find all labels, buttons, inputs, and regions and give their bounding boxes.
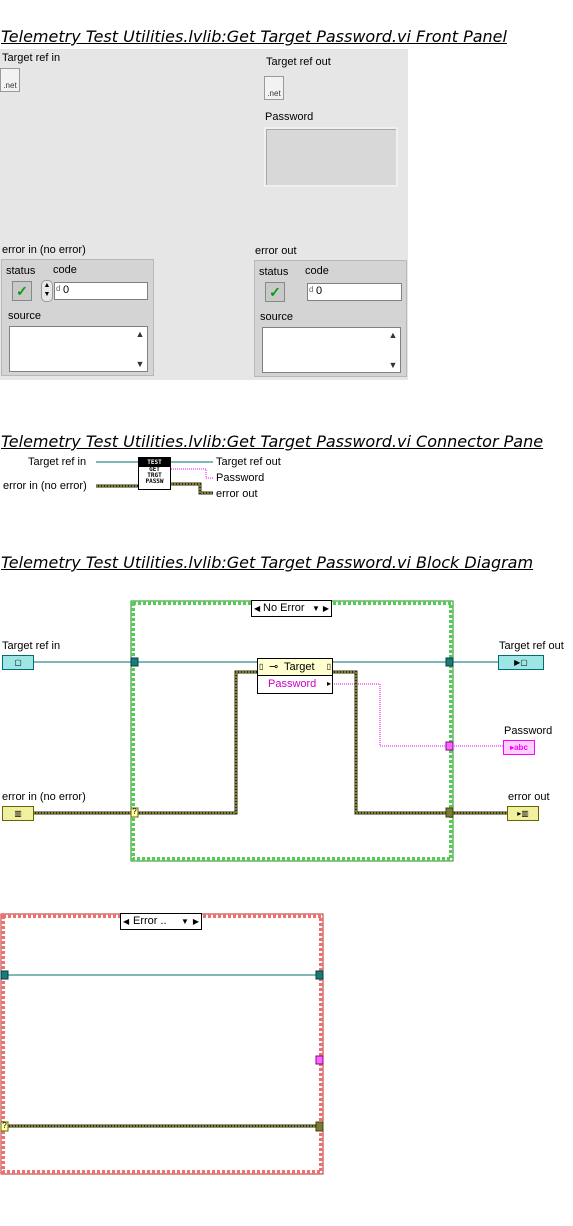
string-terminal-icon[interactable]: ▸abc xyxy=(503,740,535,755)
error-cluster-terminal-icon[interactable]: ▥ xyxy=(2,806,34,821)
vi-icon[interactable]: TEST GET TRGT PASSW xyxy=(138,457,171,490)
increment-icon: ▶ xyxy=(322,604,329,613)
decrement-icon: ◀ xyxy=(254,604,261,613)
source-label: source xyxy=(8,310,42,322)
scroll-down-icon[interactable]: ▼ xyxy=(388,360,398,370)
decrement-icon: ◀ xyxy=(123,917,130,926)
password-indicator[interactable] xyxy=(264,127,398,187)
status-label: status xyxy=(6,265,36,277)
connector-wire xyxy=(171,468,213,479)
key-icon: ⊸ xyxy=(269,661,279,673)
refnum-terminal-icon[interactable]: ▶▢ xyxy=(498,655,544,670)
target-ref-out-label: Target ref out xyxy=(266,56,331,68)
increment-icon: ▶ xyxy=(192,917,199,926)
source-label: source xyxy=(260,311,294,323)
status-checkmark-icon[interactable]: ✓ xyxy=(12,281,32,301)
case-structure-border xyxy=(130,600,454,862)
ref-icon: ▯ xyxy=(259,662,264,671)
conn-output-target-ref: Target ref out xyxy=(216,456,281,468)
error-in-label: error in (no error) xyxy=(2,244,86,256)
code-field[interactable]: d 0 xyxy=(54,282,148,300)
tunnel xyxy=(315,970,324,980)
property-password: Password xyxy=(268,678,317,690)
target-ref-in-label: Target ref in xyxy=(2,52,61,64)
source-field: ▲ ▼ xyxy=(262,327,401,373)
connector-wire xyxy=(171,482,213,495)
code-label: code xyxy=(305,265,329,277)
output-arrow-icon: ▸ xyxy=(326,679,331,688)
connector-wire xyxy=(171,483,213,494)
default-tunnel-icon: ? xyxy=(132,807,137,816)
connector-pane-title: Telemetry Test Utilities.lvlib:Get Targe… xyxy=(1,432,544,451)
error-in-cluster: status code ✓ ▲▼ d 0 source ▲ ▼ xyxy=(1,259,154,376)
status-label: status xyxy=(259,266,289,278)
code-label: code xyxy=(53,264,77,276)
case-structure-border xyxy=(0,913,324,1175)
tunnel xyxy=(445,657,454,667)
ref-out-icon: ▯ xyxy=(326,662,331,671)
conn-output-error-out: error out xyxy=(216,488,258,500)
tunnel xyxy=(130,657,139,667)
error-in-term-label: error in (no error) xyxy=(2,791,86,803)
tunnel xyxy=(315,1055,324,1065)
tunnel xyxy=(315,1121,324,1132)
net-refnum-icon[interactable]: .net xyxy=(0,68,20,92)
status-checkmark-icon: ✓ xyxy=(265,282,285,302)
scroll-up-icon[interactable]: ▲ xyxy=(388,330,398,340)
case-structure-border xyxy=(131,601,453,861)
case-structure-border xyxy=(1,914,323,1174)
target-ref-in-term-label: Target ref in xyxy=(2,640,61,652)
net-refnum-icon[interactable]: .net xyxy=(264,76,284,100)
property-node-class: Target xyxy=(284,661,315,673)
refnum-terminal-icon[interactable]: ▢ xyxy=(2,655,34,670)
scroll-up-icon[interactable]: ▲ xyxy=(135,329,145,339)
code-field: d 0 xyxy=(307,283,402,301)
front-panel: Target ref in .net Target ref out .net P… xyxy=(0,49,408,380)
error-cluster-terminal-icon[interactable]: ▸▥ xyxy=(507,806,539,821)
conn-input-target-ref: Target ref in xyxy=(28,456,87,468)
tunnel xyxy=(445,807,454,818)
property-node[interactable]: ▯ ⊸ Target ▯ Password ▸ xyxy=(257,658,333,694)
tunnel xyxy=(0,970,9,980)
code-increment-icon[interactable]: ▲▼ xyxy=(41,280,53,302)
scroll-down-icon[interactable]: ▼ xyxy=(135,359,145,369)
target-ref-out-term-label: Target ref out xyxy=(499,640,564,652)
conn-output-password: Password xyxy=(216,472,265,484)
case-selector[interactable]: ◀ No Error ▼ ▶ xyxy=(251,600,332,617)
front-panel-title: Telemetry Test Utilities.lvlib:Get Targe… xyxy=(1,27,507,46)
source-field[interactable]: ▲ ▼ xyxy=(9,326,148,372)
error-out-cluster: status code ✓ d 0 source ▲ ▼ xyxy=(254,260,407,377)
error-out-label: error out xyxy=(255,245,297,257)
string-wire xyxy=(332,683,446,747)
dropdown-icon: ▼ xyxy=(312,604,320,613)
tunnel xyxy=(445,741,454,751)
conn-input-error-in: error in (no error) xyxy=(3,480,87,492)
case-selector[interactable]: ◀ Error .. ▼ ▶ xyxy=(120,913,202,930)
default-tunnel-icon: ? xyxy=(2,1121,7,1130)
error-out-term-label: error out xyxy=(508,791,550,803)
password-label: Password xyxy=(265,111,314,123)
block-diagram-title: Telemetry Test Utilities.lvlib:Get Targe… xyxy=(1,553,534,572)
password-term-label: Password xyxy=(504,725,553,737)
dropdown-icon: ▼ xyxy=(181,917,189,926)
